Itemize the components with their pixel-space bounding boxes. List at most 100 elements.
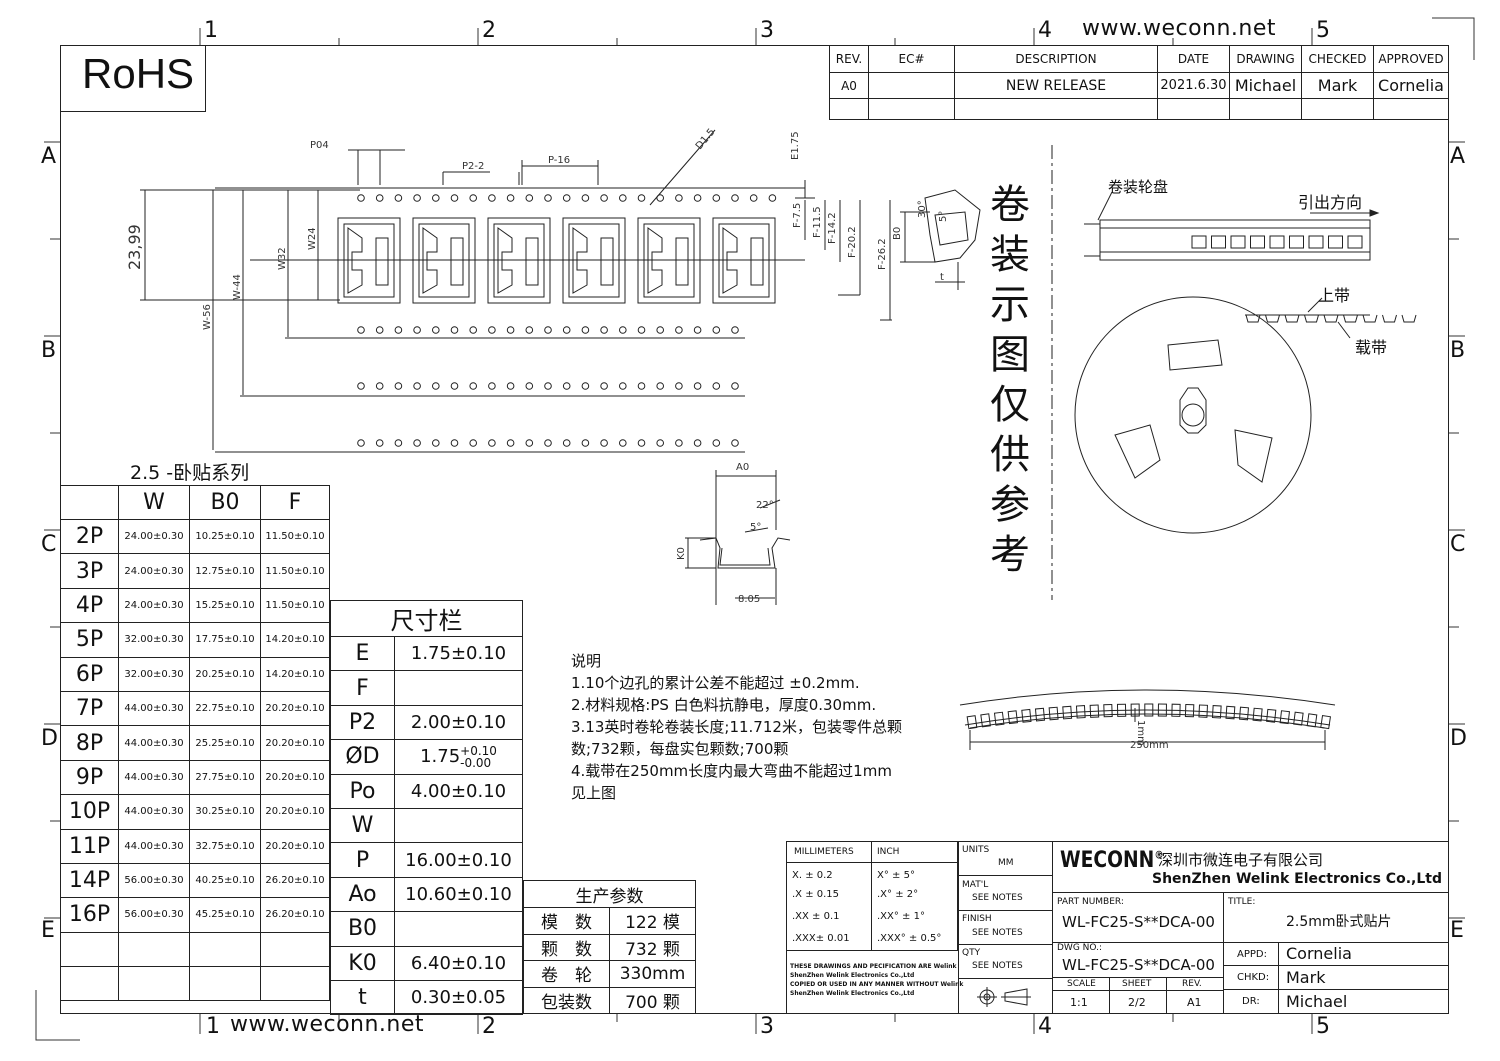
notes-line: 1.10个边孔的累计公差不能超过 ±0.2mm. <box>571 674 860 692</box>
dims-value: 16.00±0.10 <box>394 842 523 878</box>
disclaimer-line: ShenZhen Welink Electronics Co.,Ltd <box>790 990 915 997</box>
label-1mm: 1mm <box>1135 720 1146 746</box>
label-reel-wheel: 卷装轮盘 <box>1108 178 1169 196</box>
dims-symbol: B0 <box>330 911 395 947</box>
sprocket-hole <box>413 382 421 390</box>
series-cell: 32.00±0.30 <box>118 622 190 658</box>
website-top[interactable]: www.weconn.net <box>1082 16 1277 41</box>
sprocket-hole <box>525 382 534 390</box>
sprocket-hole <box>656 194 665 202</box>
series-cell: 24.00±0.30 <box>118 518 190 555</box>
production-value: 122 模 <box>609 907 696 935</box>
series-pin-count: 5P <box>60 622 119 658</box>
series-cell: 24.00±0.30 <box>118 553 190 589</box>
sprocket-hole <box>562 326 571 334</box>
mat-label: MAT'L <box>962 880 989 890</box>
zone-right-e: E <box>1450 918 1464 943</box>
tol-inch-3: .XXX° ± 0.5° <box>877 933 942 944</box>
zone-right-a: A <box>1450 144 1466 169</box>
dims-symbol: Po <box>330 773 395 809</box>
sprocket-hole <box>506 194 515 202</box>
series-cell <box>118 931 190 967</box>
sprocket-hole <box>731 439 739 447</box>
sprocket-hole <box>656 326 665 334</box>
sprocket-hole <box>637 439 646 447</box>
tape-pocket <box>487 217 551 304</box>
series-cell: 20.20±0.10 <box>260 759 330 796</box>
dims-symbol: W <box>330 807 395 844</box>
dwg-number-label: DWG NO.: <box>1057 943 1103 953</box>
label-250mm: 250mm <box>1130 740 1169 751</box>
dims-value: 6.40±0.10 <box>394 945 523 981</box>
sprocket-hole <box>525 439 534 447</box>
tol-plus: +0.10 <box>460 743 497 758</box>
tape-pocket <box>337 217 401 304</box>
series-cell: 14.20±0.10 <box>260 656 330 692</box>
dims-symbol: E <box>330 635 395 672</box>
series-pin-count: 16P <box>60 897 119 933</box>
disclaimer-line: THESE DRAWINGS AND PECIFICATION ARE Weli… <box>790 963 957 970</box>
zone-top-3: 3 <box>760 18 774 43</box>
sprocket-hole <box>506 326 515 334</box>
series-header-b0: B0 <box>189 485 261 520</box>
sprocket-hole <box>637 194 646 202</box>
series-cell: 11.50±0.10 <box>260 587 330 624</box>
sprocket-hole <box>357 382 365 390</box>
sprocket-hole <box>357 326 365 334</box>
dims-symbol: P2 <box>330 704 395 741</box>
label-w56: W-56 <box>202 304 213 330</box>
sprocket-hole <box>675 326 683 334</box>
qty-label: QTY <box>962 948 981 958</box>
zone-top-4: 4 <box>1038 18 1052 43</box>
label-top-tape: 上带 <box>1318 286 1351 305</box>
label-f7-5: F-7.5 <box>792 203 803 228</box>
series-cell: 11.50±0.10 <box>260 553 330 589</box>
series-cell: 12.75±0.10 <box>189 553 261 589</box>
sheet-label: SHEET <box>1122 979 1152 989</box>
units-value: MM <box>998 858 1014 868</box>
dims-row: B0 <box>330 911 523 947</box>
sprocket-hole <box>375 194 384 202</box>
sprocket-hole <box>619 439 627 447</box>
website-bottom[interactable]: www.weconn.net <box>230 1012 425 1037</box>
notes-block: 说明 1.10个边孔的累计公差不能超过 ±0.2mm. 2.材料规格:PS 白色… <box>571 650 902 804</box>
series-pin-count: 6P <box>60 656 119 692</box>
label-w24: W24 <box>307 227 318 250</box>
series-cell: 27.75±0.10 <box>189 759 261 796</box>
sprocket-hole <box>731 326 739 334</box>
sprocket-hole <box>693 439 702 447</box>
series-row <box>60 965 330 1001</box>
series-pin-count: 14P <box>60 862 119 899</box>
sprocket-hole <box>432 439 440 447</box>
series-pin-count: 2P <box>60 518 119 555</box>
sprocket-hole <box>675 382 683 390</box>
disclaimer-line: COPIED OR USED IN ANY MANNER WITHOUT Wel… <box>790 981 964 988</box>
tol-mm-header: MILLIMETERS <box>794 847 854 857</box>
dims-symbol: ØD <box>330 739 395 775</box>
sprocket-hole <box>712 326 721 334</box>
appd-label: APPD: <box>1237 949 1267 960</box>
label-t: t <box>940 272 944 283</box>
appd-value: Cornelia <box>1286 944 1352 963</box>
zone-bottom-4: 4 <box>1038 1014 1052 1039</box>
reel-title-char: 考 <box>990 532 1030 578</box>
production-label: 颗 数 <box>523 933 610 961</box>
rev-value: A1 <box>1187 996 1202 1009</box>
reel-drawing <box>1051 145 1417 600</box>
rev-value-date: 2021.6.30 <box>1157 72 1230 99</box>
company-name-cn: 深圳市微连电子有限公司 <box>1158 851 1324 869</box>
series-header-f: F <box>260 485 330 520</box>
series-cell: 32.75±0.10 <box>189 828 261 864</box>
reel-title-char: 卷 <box>990 182 1030 228</box>
sprocket-hole <box>581 439 590 447</box>
sprocket-hole <box>731 194 739 202</box>
reel-title-char: 示 <box>990 282 1030 328</box>
sprocket-hole <box>506 439 515 447</box>
series-cell <box>118 965 190 1001</box>
